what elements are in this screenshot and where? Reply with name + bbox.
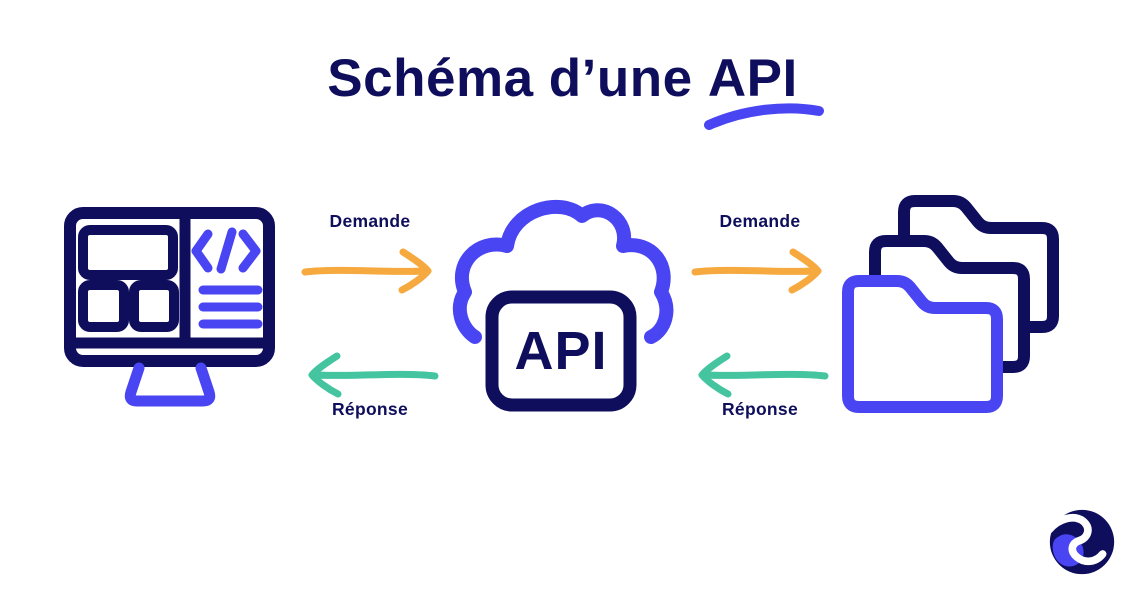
response-label-right: Réponse xyxy=(721,399,798,419)
api-box-label: API xyxy=(514,321,607,381)
data-node xyxy=(842,194,1068,416)
request-label-left: Demande xyxy=(329,211,411,231)
request-label-right: Demande xyxy=(719,211,801,231)
monitor-stand xyxy=(124,362,216,407)
response-arrow-right-icon xyxy=(698,352,829,398)
api-underline-swoosh-icon xyxy=(703,103,824,131)
folders-icon xyxy=(842,195,1059,413)
response-arrow-left-icon xyxy=(308,352,439,398)
browser-monitor-icon xyxy=(64,207,275,407)
api-box xyxy=(485,290,637,412)
api-node: API xyxy=(452,198,674,413)
title-prefix: Schéma d’une xyxy=(327,49,693,108)
request-arrow-right-icon xyxy=(691,248,822,294)
request-arrow-left-icon xyxy=(301,248,432,294)
client-node xyxy=(62,205,276,407)
text-lines-icon xyxy=(198,285,263,329)
cloud-outline xyxy=(452,199,674,344)
page-title: Schéma d’une API xyxy=(0,49,1125,131)
code-icon xyxy=(191,227,261,274)
brand-logo-icon xyxy=(1046,509,1115,575)
title-api-word: API xyxy=(703,49,824,131)
folder-front xyxy=(842,275,1003,413)
title-api-text: API xyxy=(707,49,798,108)
response-label-left: Réponse xyxy=(331,399,408,419)
api-cloud-icon: API xyxy=(452,199,674,412)
